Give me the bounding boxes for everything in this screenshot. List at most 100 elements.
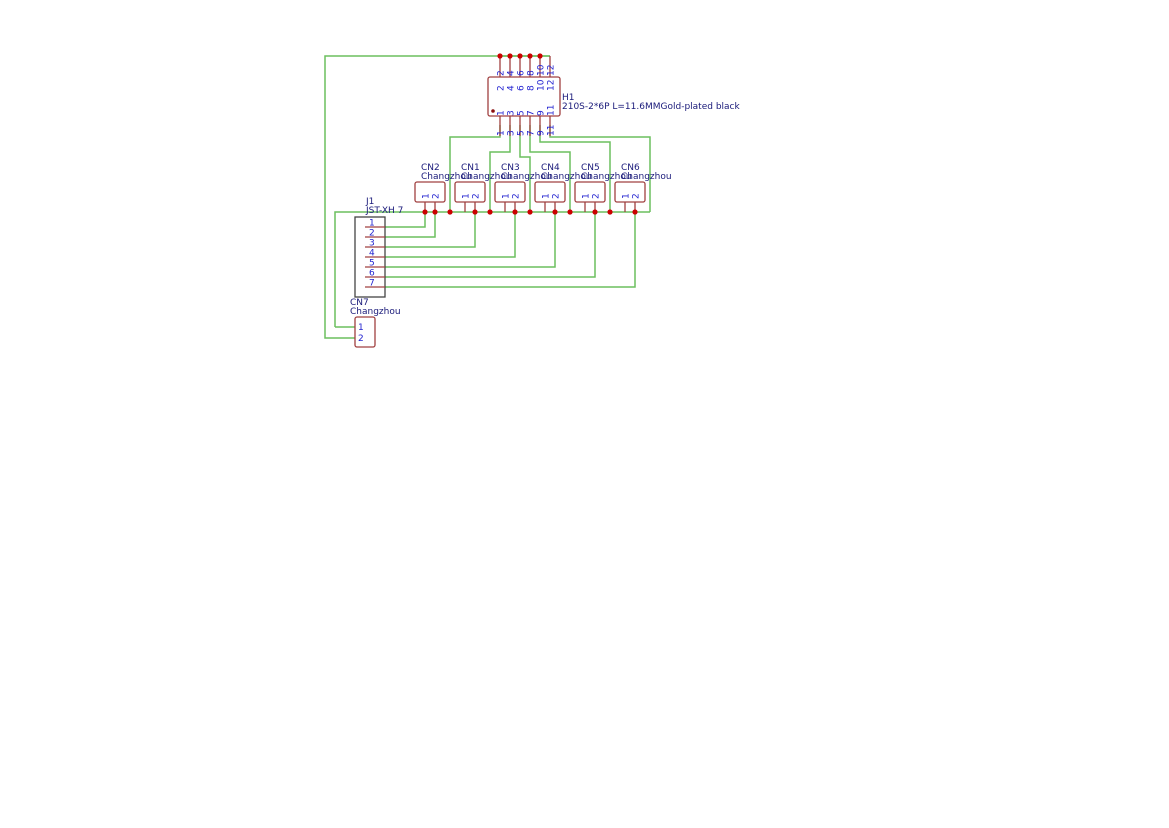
- connector-ref: CN5: [581, 163, 600, 173]
- H1-value: 210S-2*6P L=11.6MMGold-plated black: [562, 102, 740, 112]
- pin-number: 10: [537, 64, 547, 76]
- junction-dot: [517, 53, 523, 59]
- wire: [385, 212, 636, 288]
- pin-number: 1: [422, 193, 432, 199]
- connector-body: [494, 181, 526, 203]
- connector-value: Changzhou: [421, 172, 472, 182]
- H1-body: [487, 76, 561, 117]
- connector-value: Changzhou: [501, 172, 552, 182]
- J1-ref: J1: [365, 197, 374, 207]
- connector-CN2: [414, 181, 446, 212]
- pin-number: 9: [537, 130, 547, 136]
- wire: [385, 212, 476, 248]
- component-H1: [487, 56, 561, 136]
- pin-number: 7: [369, 279, 375, 289]
- junction-dot: [507, 53, 513, 59]
- component-J1: [354, 216, 386, 298]
- H1-ref: H1: [562, 93, 575, 103]
- pin-number: 7: [527, 130, 537, 136]
- pin-number: 8: [527, 70, 537, 76]
- pin-number: 2: [592, 193, 602, 199]
- connector-CN7: [354, 316, 376, 348]
- pin-number: 6: [517, 70, 527, 76]
- junction-dot: [607, 209, 613, 215]
- pin-number: 5: [517, 130, 527, 136]
- junction-dot: [537, 53, 543, 59]
- connector-body: [614, 181, 646, 203]
- pin-number: 1: [497, 110, 507, 116]
- junction-dot: [472, 209, 478, 215]
- connector-body: [414, 181, 446, 203]
- pin-number: 1: [622, 193, 632, 199]
- pin-number: 2: [369, 229, 375, 239]
- pin-number: 2: [472, 193, 482, 199]
- pin-number: 2: [497, 70, 507, 76]
- pin-number: 4: [369, 249, 375, 259]
- pin-number: 1: [358, 323, 364, 333]
- wire: [529, 125, 571, 212]
- pin-number: 4: [507, 85, 517, 91]
- connector-value: Changzhou: [621, 172, 672, 182]
- pin-number: 2: [512, 193, 522, 199]
- pin-number: 2: [552, 193, 562, 199]
- connector-ref: CN1: [461, 163, 480, 173]
- pin-number: 12: [547, 80, 557, 91]
- pin-number: 2: [632, 193, 642, 199]
- pin-number: 3: [507, 110, 517, 116]
- CN7-body: [354, 316, 376, 348]
- wire: [385, 212, 516, 258]
- junction-dot: [487, 209, 493, 215]
- pin-number: 10: [537, 79, 547, 91]
- pin-number: 12: [547, 65, 557, 76]
- wire: [385, 212, 426, 228]
- connector-value: Changzhou: [461, 172, 512, 182]
- pin-number: 5: [517, 110, 527, 116]
- connector-CN3: [494, 181, 526, 212]
- pin-number: 6: [517, 85, 527, 91]
- wire: [489, 125, 511, 212]
- junction-dot: [512, 209, 518, 215]
- connector-body: [454, 181, 486, 203]
- pin-number: 9: [537, 110, 547, 116]
- pin-number: 2: [432, 193, 442, 199]
- junction-dot: [527, 53, 533, 59]
- connector-CN5: [574, 181, 606, 212]
- pin-number: 5: [369, 259, 375, 269]
- pin-number: 1: [462, 193, 472, 199]
- connector-body: [574, 181, 606, 203]
- pin-number: 1: [542, 193, 552, 199]
- junction-dot: [632, 209, 638, 215]
- connector-ref: CN6: [621, 163, 640, 173]
- wire: [324, 55, 550, 339]
- J1-value: JST-XH 7: [365, 206, 403, 216]
- junction-dot: [447, 209, 453, 215]
- pin-number: 1: [502, 193, 512, 199]
- junction-dot: [497, 53, 503, 59]
- pin-number: 1: [369, 219, 375, 229]
- pin-number: 8: [527, 85, 537, 91]
- pin-number: 11: [547, 105, 557, 116]
- pin-number: 1: [582, 193, 592, 199]
- connector-CN4: [534, 181, 566, 212]
- junction-dot: [527, 209, 533, 215]
- pin-number: 3: [507, 130, 517, 136]
- pin-number: 4: [507, 70, 517, 76]
- wire: [519, 125, 531, 212]
- connector-ref: CN4: [541, 163, 560, 173]
- wire: [385, 212, 556, 268]
- pin-number: 1: [497, 130, 507, 136]
- pin-number: 7: [527, 110, 537, 116]
- pin-number: 2: [358, 334, 364, 344]
- connector-ref: CN3: [501, 163, 520, 173]
- junction-dot: [567, 209, 573, 215]
- wire: [385, 212, 596, 278]
- CN7-value: Changzhou: [350, 307, 401, 317]
- wire: [385, 212, 436, 238]
- pin-number: 11: [547, 125, 557, 136]
- pin-number: 6: [369, 269, 375, 279]
- connector-ref: CN2: [421, 163, 440, 173]
- connector-body: [534, 181, 566, 203]
- connector-value: Changzhou: [541, 172, 592, 182]
- junction-dot: [552, 209, 558, 215]
- junction-dot: [422, 209, 428, 215]
